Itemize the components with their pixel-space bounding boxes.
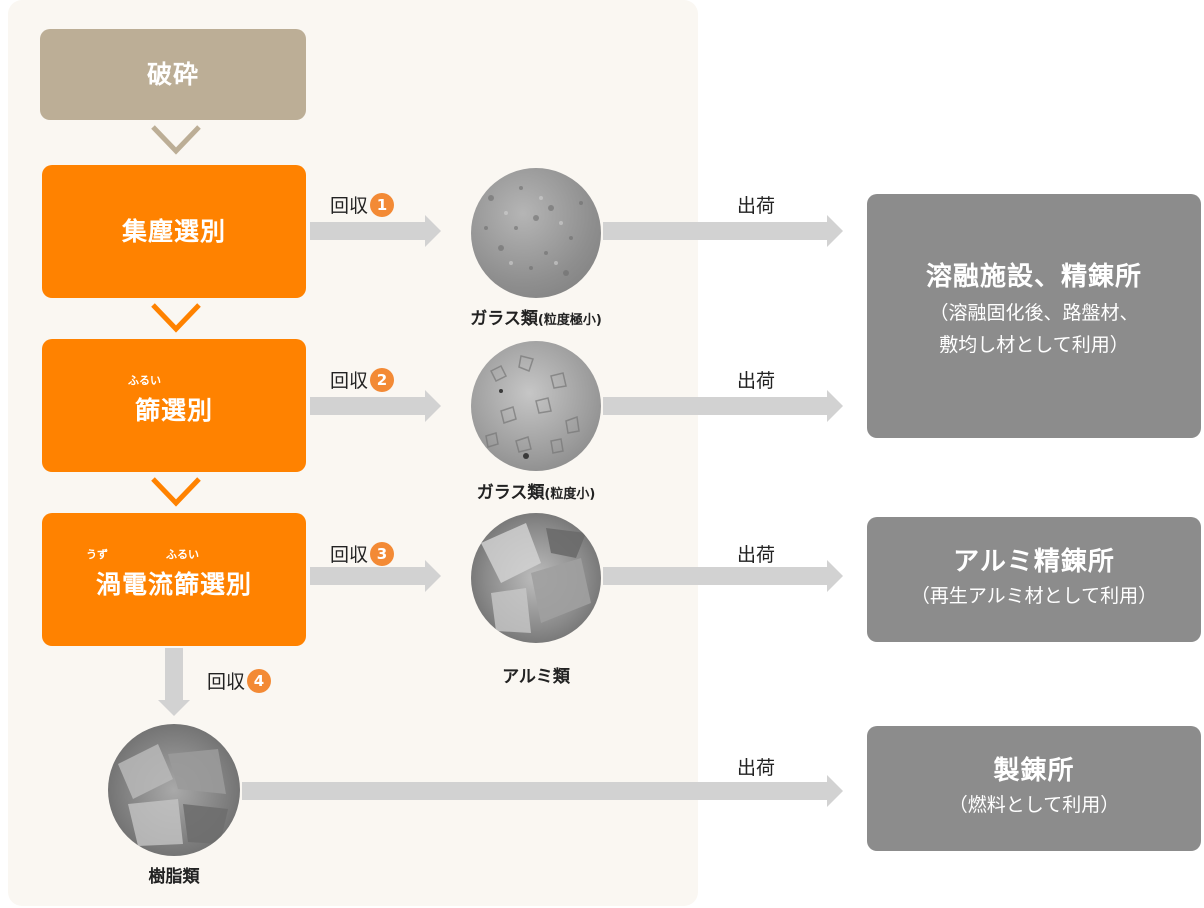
recovery-number-badge: 1 (370, 192, 395, 217)
destination-smelting: 溶融施設、精錬所 （溶融固化後、路盤材、 敷均し材として利用） (867, 194, 1201, 438)
recovery-arrow-1 (310, 222, 425, 240)
glass-fine-image (471, 168, 601, 298)
recovery-text: 回収 (207, 671, 246, 693)
arrow-head-icon (827, 215, 843, 247)
arrow-head-icon (425, 390, 441, 422)
eddy-ruby: うず (86, 548, 108, 561)
eddy-current-step: うず ふるい 渦電流篩選別 (42, 513, 306, 646)
resin-image (108, 724, 240, 856)
glass-texture (485, 355, 580, 459)
recovery-arrow-3 (310, 567, 425, 585)
glass-fine-name: ガラス類 (470, 309, 538, 329)
arrow-head-icon (158, 700, 190, 716)
glass-texture (484, 186, 583, 276)
destination-smelting-sub1: （溶融固化後、路盤材、 (929, 302, 1139, 324)
destination-aluminum-title: アルミ精錬所 (953, 547, 1115, 577)
ship-label-3: 出荷 (737, 544, 776, 566)
chevron-down-icon (151, 477, 201, 507)
arrow-head-icon (425, 560, 441, 592)
ship-arrow-1 (603, 222, 827, 240)
destination-aluminum: アルミ精錬所 （再生アルミ材として利用） (867, 517, 1201, 642)
resin-texture (118, 744, 228, 846)
recovery-number-badge: 3 (370, 541, 395, 566)
crush-step-label: 破砕 (146, 60, 199, 89)
glass-fine-caption: ガラス類(粒度極小) (445, 304, 627, 329)
arrow-head-icon (425, 215, 441, 247)
eddy-sieve-ruby: ふるい (166, 548, 199, 561)
glass-small-caption: ガラス類(粒度小) (445, 478, 627, 503)
recovery-text: 回収 (330, 195, 369, 217)
ship-label-4: 出荷 (737, 757, 776, 779)
glass-fine-note: (粒度極小) (537, 313, 602, 328)
sieve-separation-label: 篩選別 (134, 396, 213, 425)
destination-refinery: 製錬所 （燃料として利用） (867, 726, 1201, 851)
chevron-down-icon (151, 303, 201, 333)
recovery-text: 回収 (330, 544, 369, 566)
sieve-ruby: ふるい (128, 374, 161, 387)
destination-refinery-title: 製錬所 (993, 756, 1075, 786)
ship-arrow-4 (242, 782, 827, 800)
aluminum-texture (481, 523, 591, 633)
destination-smelting-sub2: 敷均し材として利用） (939, 334, 1129, 356)
recovery-number-badge: 4 (247, 668, 272, 693)
destination-aluminum-sub: （再生アルミ材として利用） (910, 585, 1158, 607)
ship-label-1: 出荷 (737, 195, 776, 217)
chevron-down-icon (151, 125, 201, 155)
aluminum-caption: アルミ類 (502, 667, 570, 687)
arrow-head-icon (827, 560, 843, 592)
ship-arrow-3 (603, 567, 827, 585)
arrow-head-icon (827, 390, 843, 422)
glass-small-image (471, 341, 601, 471)
aluminum-image (471, 513, 601, 643)
recovery-number-badge: 2 (370, 367, 395, 392)
resin-caption: 樹脂類 (148, 867, 200, 887)
dust-separation-step: 集塵選別 (42, 165, 306, 298)
recovery-arrow-2 (310, 397, 425, 415)
arrow-head-icon (827, 775, 843, 807)
recovery-arrow-4 (165, 648, 183, 700)
dust-separation-label: 集塵選別 (121, 217, 226, 246)
destination-smelting-title: 溶融施設、精錬所 (925, 262, 1142, 292)
ship-label-2: 出荷 (737, 370, 776, 392)
sieve-separation-step: ふるい 篩選別 (42, 339, 306, 472)
crush-step: 破砕 (40, 29, 306, 120)
destination-refinery-sub: （燃料として利用） (948, 794, 1120, 816)
recovery-text: 回収 (330, 370, 369, 392)
glass-small-name: ガラス類 (476, 483, 545, 503)
eddy-current-label: 渦電流篩選別 (95, 570, 252, 599)
ship-arrow-2 (603, 397, 827, 415)
glass-small-note: (粒度小) (544, 487, 596, 502)
